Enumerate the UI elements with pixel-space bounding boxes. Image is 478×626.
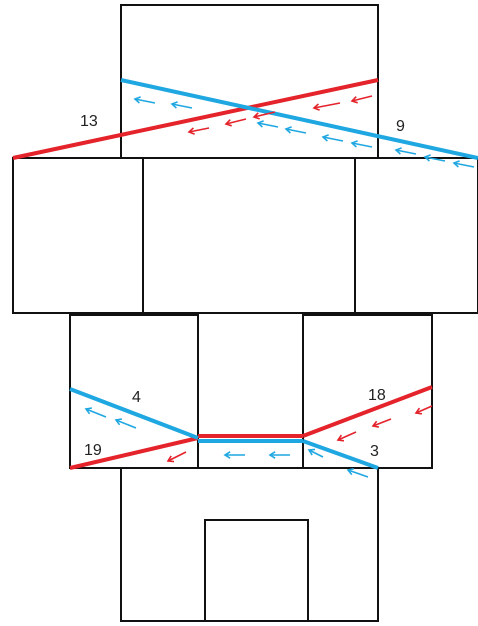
blue-line-4 [69, 387, 199, 440]
arrow-shaft [308, 449, 324, 458]
red-line-13 [12, 78, 379, 160]
arrow-shaft [253, 111, 276, 118]
arrow-head [452, 160, 460, 168]
red-line-18 [302, 385, 433, 438]
blue-line-9 [120, 78, 478, 160]
arrow-head [187, 127, 195, 135]
arrow-head [284, 126, 292, 134]
center-face [142, 157, 356, 314]
arrow-head [256, 120, 264, 128]
arrow-shaft [188, 127, 210, 133]
arrow-head [84, 407, 93, 415]
arrow-shaft [257, 122, 279, 128]
red-line-19 [69, 436, 199, 470]
bottom-face [120, 467, 379, 622]
arrow-head [170, 101, 178, 109]
arrow-head [321, 134, 329, 142]
arrow-shaft [453, 162, 475, 168]
arrow-shaft [337, 431, 357, 441]
blue-line-3 [302, 439, 379, 470]
label-19: 19 [84, 442, 102, 459]
arrow-head [350, 140, 358, 148]
arrow-shaft [313, 102, 341, 109]
left-face [12, 157, 144, 314]
top-face [120, 4, 379, 159]
arrow-shaft [424, 156, 446, 162]
arrow-head [423, 154, 431, 162]
arrow-head [346, 467, 355, 476]
label-9: 9 [396, 118, 405, 135]
blue-path-group [69, 78, 478, 470]
arrow-shaft [351, 95, 373, 102]
arrow-shaft [322, 136, 344, 142]
label-3: 3 [370, 443, 379, 460]
arrow-head [223, 451, 231, 459]
arrow-shaft [415, 405, 433, 414]
arrow-head [394, 147, 402, 155]
arrow-shaft [225, 118, 247, 125]
arrow-shaft [351, 142, 373, 148]
arrow-shaft [134, 98, 156, 104]
arrow-shaft [395, 149, 417, 155]
arrow-head [307, 448, 316, 456]
label-18: 18 [368, 387, 386, 404]
arrow-head [268, 451, 276, 459]
arrow-head [133, 96, 141, 104]
arrow-head [414, 407, 423, 415]
arrow-head [336, 434, 345, 442]
right-face [354, 157, 478, 314]
label-13: 13 [80, 113, 98, 130]
arrow-shaft [167, 451, 187, 462]
arrow-group [84, 95, 475, 478]
arrow-head [166, 455, 175, 463]
arrow-head [350, 96, 358, 104]
label-4: 4 [132, 389, 141, 406]
arrow-head [114, 418, 123, 426]
outline-group [12, 4, 478, 622]
arrow-head [224, 119, 232, 127]
arrow-shaft [85, 408, 107, 418]
arrow-head [312, 103, 320, 111]
arrow-head [371, 420, 380, 428]
arrow-shaft [347, 469, 369, 478]
arrow-shaft [372, 418, 392, 427]
arrow-shaft [285, 128, 307, 134]
arrow-shaft [115, 419, 137, 429]
arrow-shaft [171, 103, 193, 109]
arrow-head [252, 112, 260, 120]
red-path-group [12, 78, 433, 470]
door-face [204, 519, 309, 622]
